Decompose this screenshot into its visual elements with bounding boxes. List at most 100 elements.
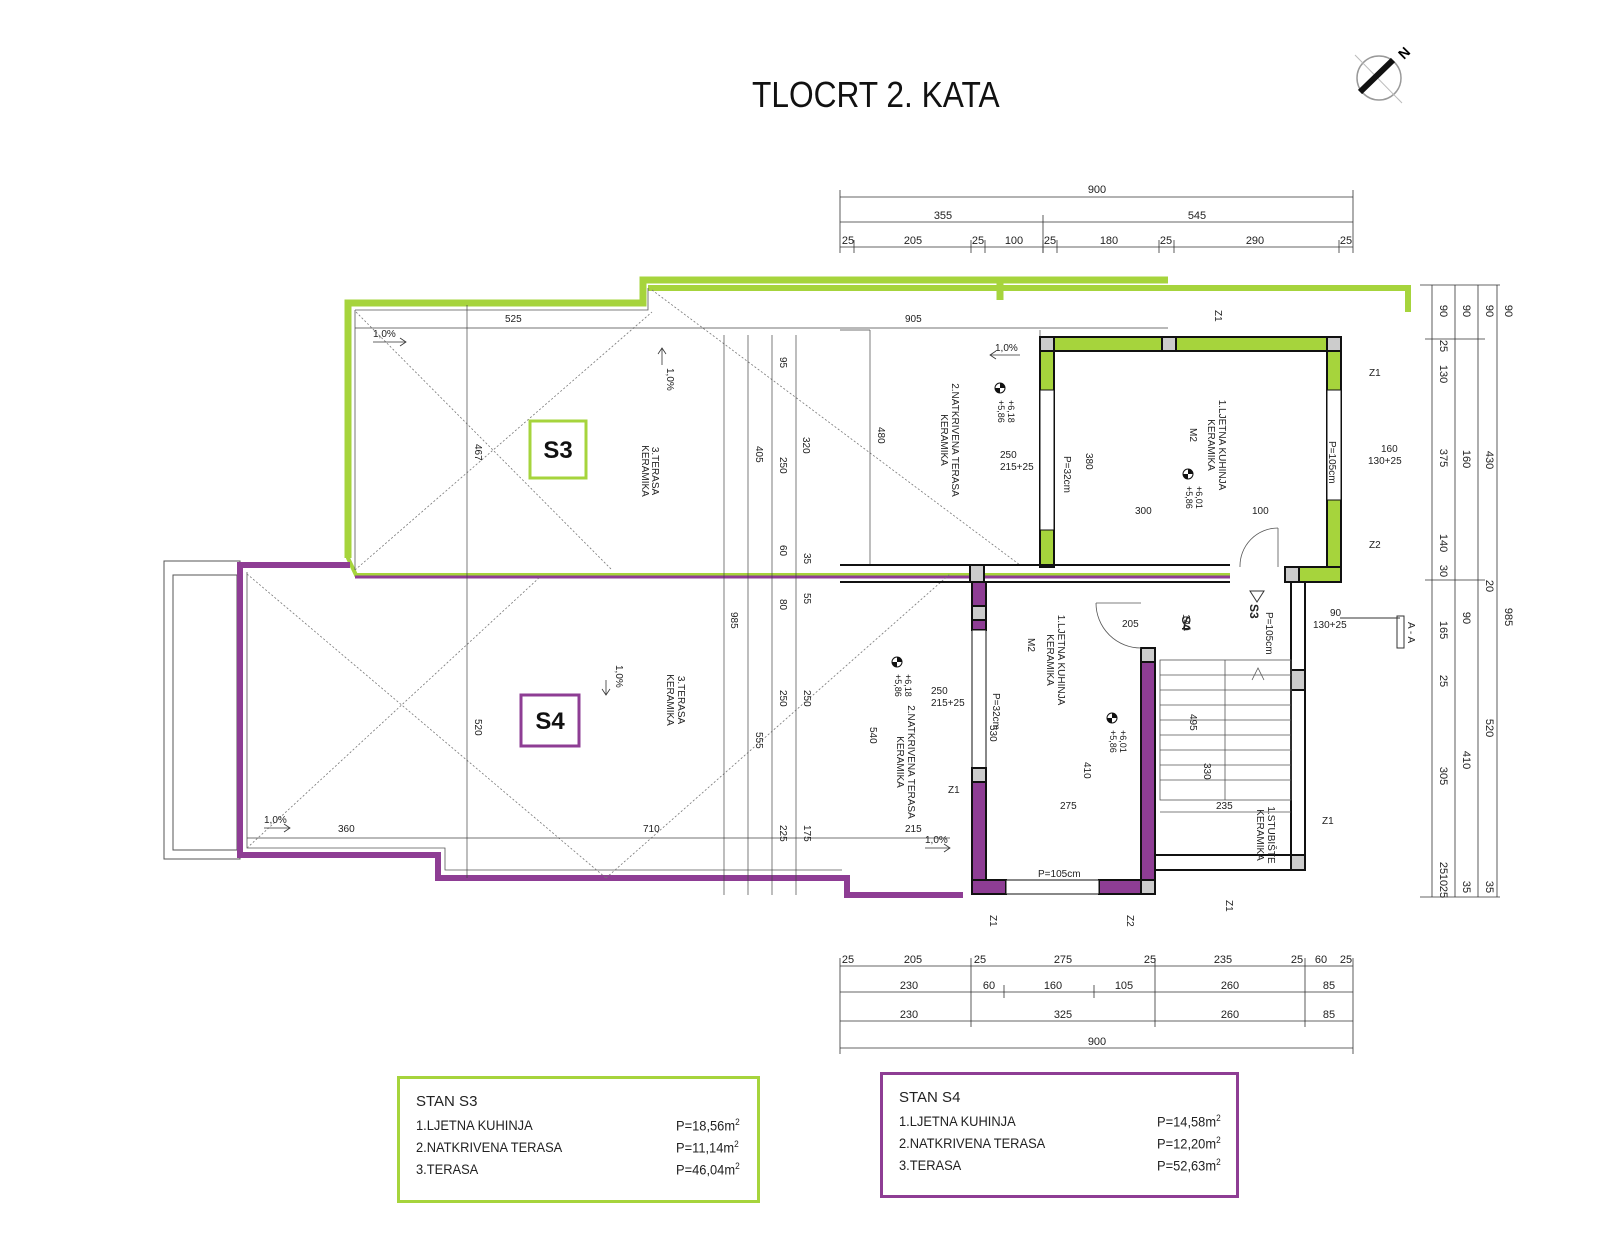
dim-95: 95 (777, 357, 788, 369)
legend-stan-s4: STAN S4 1.LJETNA KUHINJA 2.NATKRIVENA TE… (880, 1072, 1239, 1198)
section-s4-tag: S4 (1179, 616, 1193, 631)
dim-525: 525 (505, 314, 522, 325)
dim-top-total: 900 (1088, 184, 1106, 196)
legend-s3-area-2: P=11,14m (676, 1139, 735, 1156)
s3-level-2: +5,86 (996, 400, 1006, 423)
dim-top-f: 180 (1100, 235, 1118, 247)
legend-s3-area-1: P=18,56m (676, 1117, 736, 1134)
dim-r1-140: 140 (1437, 534, 1449, 552)
dim-275: 275 (1060, 801, 1077, 812)
legend-s4-area-1: P=14,58m (1157, 1113, 1217, 1130)
dim-r1-165: 165 (1437, 621, 1449, 639)
legend-s4-area-3: P=52,63m (1157, 1157, 1217, 1174)
p32-b: P=32cm (990, 693, 1001, 730)
s4-stubiste-mat: KERAMIKA (1254, 809, 1265, 861)
dim-top-h: 290 (1246, 235, 1264, 247)
s4-level-1: +6,18 (903, 674, 913, 697)
unit-tag-s4: S4 (519, 693, 581, 748)
unit-tag-s3-text: S3 (543, 437, 572, 464)
s3-slope-2: 1,0% (995, 343, 1018, 354)
north-label: N (1395, 44, 1413, 62)
level-markers (891, 382, 1194, 724)
dim-r3-430: 430 (1483, 451, 1495, 469)
z1-b: Z1 (948, 785, 960, 796)
north-arrow-icon: N (1354, 44, 1413, 104)
p105-b: P=105cm (1038, 869, 1081, 880)
m2-s3: M2 (1187, 428, 1198, 442)
dim-250b: 250 (777, 690, 788, 707)
dim-top-545: 545 (1188, 210, 1206, 222)
dim-r2-90b: 90 (1460, 612, 1472, 624)
dimensions-top (839, 190, 1354, 253)
dim-710: 710 (643, 824, 660, 835)
dim-r1-10: 10 (1437, 874, 1449, 886)
legend-s3-row-2: 2.NATKRIVENA TERASA (416, 1139, 563, 1155)
s4-stubiste-label: 1.STUBIŠTE (1265, 806, 1278, 864)
dim-bot-e: 25 (1144, 954, 1156, 966)
dimensions-bottom (839, 958, 1354, 1054)
win-160: 160 (1381, 444, 1398, 455)
dim-215: 215 (905, 824, 922, 835)
dim-985: 985 (728, 612, 739, 629)
s4-kuhinja-label: 1.LJETNA KUHINJA (1055, 615, 1066, 706)
dim-360: 360 (338, 824, 355, 835)
dim-bot-85a: 85 (1323, 980, 1335, 992)
dim-bot-f: 235 (1214, 954, 1232, 966)
z2-a: Z2 (1369, 540, 1381, 551)
dim-r1-30: 30 (1437, 565, 1449, 577)
legend-s4-row-1: 1.LJETNA KUHINJA (899, 1113, 1016, 1129)
dim-top-b: 205 (904, 235, 922, 247)
dim-r2-160: 160 (1460, 450, 1472, 468)
legend-s4-row-2: 2.NATKRIVENA TERASA (899, 1135, 1046, 1151)
s3-terasa-mat: KERAMIKA (639, 445, 650, 497)
dim-top-a: 25 (842, 235, 854, 247)
p105-a: P=105cm (1326, 441, 1337, 484)
dim-r2-410: 410 (1460, 751, 1472, 769)
dim-bot-60: 60 (983, 980, 995, 992)
win-90: 90 (1330, 608, 1342, 619)
dim-bot-230b: 230 (900, 1009, 918, 1021)
staircase (1159, 659, 1292, 813)
dim-175: 175 (801, 825, 812, 842)
s3-terasa-label: 3.TERASA (649, 447, 660, 496)
s4-terasa-label: 3.TERASA (675, 676, 686, 725)
dim-bot-i: 25 (1340, 954, 1352, 966)
s3-kitchen-walls (840, 336, 1342, 583)
win-250b: 250 (931, 686, 948, 697)
legend-s3-row-1: 1.LJETNA KUHINJA (416, 1117, 533, 1133)
dim-530: 530 (987, 725, 998, 742)
dim-520: 520 (472, 719, 483, 736)
legend-s3-area-3: P=46,04m (676, 1161, 736, 1178)
dim-330: 330 (1201, 763, 1212, 780)
dim-bot-total: 900 (1088, 1036, 1106, 1048)
dim-top-i: 25 (1340, 235, 1352, 247)
dim-bot-85b: 85 (1323, 1009, 1335, 1021)
s3-level-1: +6,18 (1006, 400, 1016, 423)
s4-kuhinja-mat: KERAMIKA (1044, 634, 1055, 686)
dim-top-g: 25 (1160, 235, 1172, 247)
dim-r1-25c: 25 (1437, 862, 1449, 874)
s3-slope-1: 1,0% (373, 329, 396, 340)
s4-level-4: +5,86 (1108, 730, 1118, 753)
win-130b: 130+25 (1313, 620, 1347, 631)
dim-r1-130: 130 (1437, 365, 1449, 383)
dim-top-e: 25 (1044, 235, 1056, 247)
win-215a: 215+25 (1000, 462, 1034, 473)
dim-540: 540 (867, 727, 878, 744)
z2-b: Z2 (1124, 915, 1135, 927)
dim-r1-90: 90 (1437, 305, 1449, 317)
dim-top-d: 100 (1005, 235, 1023, 247)
dim-bot-h: 60 (1315, 954, 1327, 966)
dim-467: 467 (472, 444, 483, 461)
legend-s3-sup-2: 2 (734, 1139, 739, 1149)
dim-bot-a: 25 (842, 954, 854, 966)
s4-terasa-mat: KERAMIKA (664, 674, 675, 726)
dim-top-355: 355 (934, 210, 952, 222)
s4-level-2: +5,86 (893, 674, 903, 697)
legend-s4-area-2: P=12,20m (1157, 1135, 1217, 1152)
dim-300: 300 (1135, 506, 1152, 517)
dim-235: 235 (1216, 801, 1233, 812)
p105-c: P=105cm (1263, 612, 1274, 655)
dim-250c: 250 (801, 690, 812, 707)
section-s3-tag: S3 (1247, 604, 1261, 619)
